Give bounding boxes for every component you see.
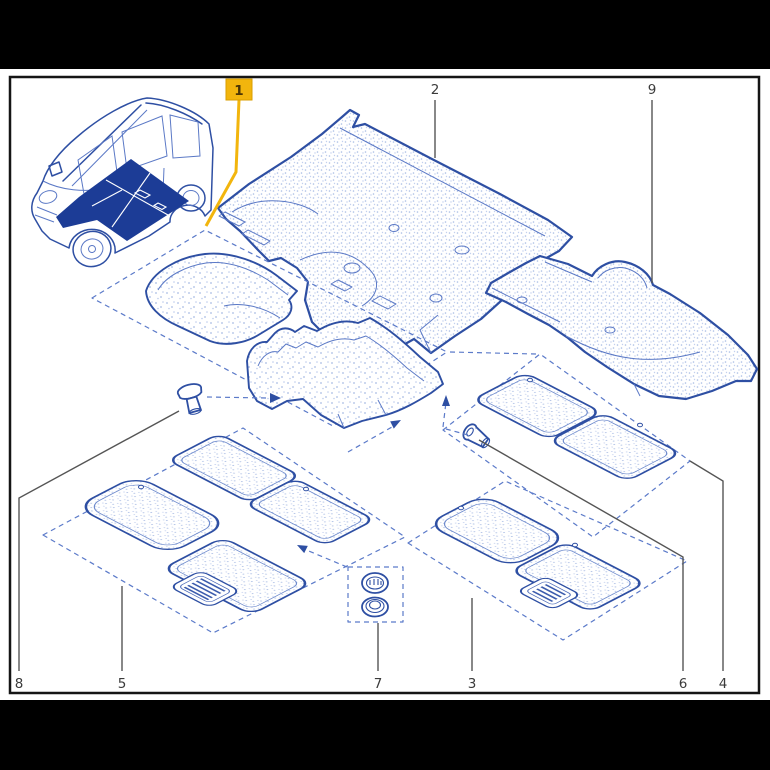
front-mat-left <box>434 498 560 564</box>
callout-1[interactable]: 1 <box>225 78 253 101</box>
front-carpet-group-part1 <box>91 229 448 429</box>
van-rear-window <box>169 114 201 159</box>
vehicle-thumbnail <box>31 97 214 268</box>
rear-mat-set-part4 <box>442 353 691 538</box>
callouts: 1 2 9 8 5 7 3 6 4 <box>15 78 728 692</box>
callout-label-7[interactable]: 7 <box>374 676 383 692</box>
leader-line-8 <box>18 410 180 671</box>
rear-mat-right <box>553 415 677 479</box>
rear-floor-carpet-part9 <box>484 254 759 401</box>
van-sliding-window <box>121 115 168 171</box>
leader-line-4 <box>689 460 724 671</box>
bottom-black-band <box>0 700 770 770</box>
front-mat-set-part3 <box>407 480 688 641</box>
callout-highlight-box <box>225 78 253 101</box>
mat-rear-left <box>84 479 220 551</box>
grouping-outline-part5 <box>42 427 406 634</box>
grommet-top <box>361 572 389 594</box>
fastener-grommets-part7 <box>347 566 404 623</box>
callout-label-6[interactable]: 6 <box>679 676 688 692</box>
van-mirror <box>48 161 63 177</box>
callout-label-3[interactable]: 3 <box>468 676 477 692</box>
assembly-arrows <box>206 351 537 568</box>
rear-mat-left <box>477 374 597 438</box>
push-pin-clip-part8 <box>176 383 203 415</box>
top-black-band <box>0 0 770 69</box>
front-floor-carpet-piece <box>246 317 444 429</box>
leader-line-1-highlighted <box>204 99 241 227</box>
van-roofline <box>145 102 203 125</box>
callout-label-2[interactable]: 2 <box>431 82 440 98</box>
leader-lines <box>18 99 724 671</box>
callout-label-5[interactable]: 5 <box>118 676 127 692</box>
heel-pad <box>519 577 579 609</box>
grommet-bottom <box>361 596 389 618</box>
van-front-wheel <box>72 230 112 268</box>
grouping-box-part7 <box>347 566 404 623</box>
van-highlighted-floor <box>56 159 189 241</box>
heel-pad <box>172 572 238 606</box>
van-headlight <box>38 190 58 204</box>
callout-label-8[interactable]: 8 <box>15 676 24 692</box>
mat-set-part5 <box>42 427 406 634</box>
cowl-carpet-piece <box>145 252 298 345</box>
callout-label-4[interactable]: 4 <box>719 676 728 692</box>
callout-label-9[interactable]: 9 <box>648 82 657 98</box>
mat-front-right <box>249 480 371 544</box>
callout-label-1: 1 <box>234 83 243 99</box>
leader-line-6 <box>478 439 684 671</box>
van-body-outline <box>31 97 214 254</box>
